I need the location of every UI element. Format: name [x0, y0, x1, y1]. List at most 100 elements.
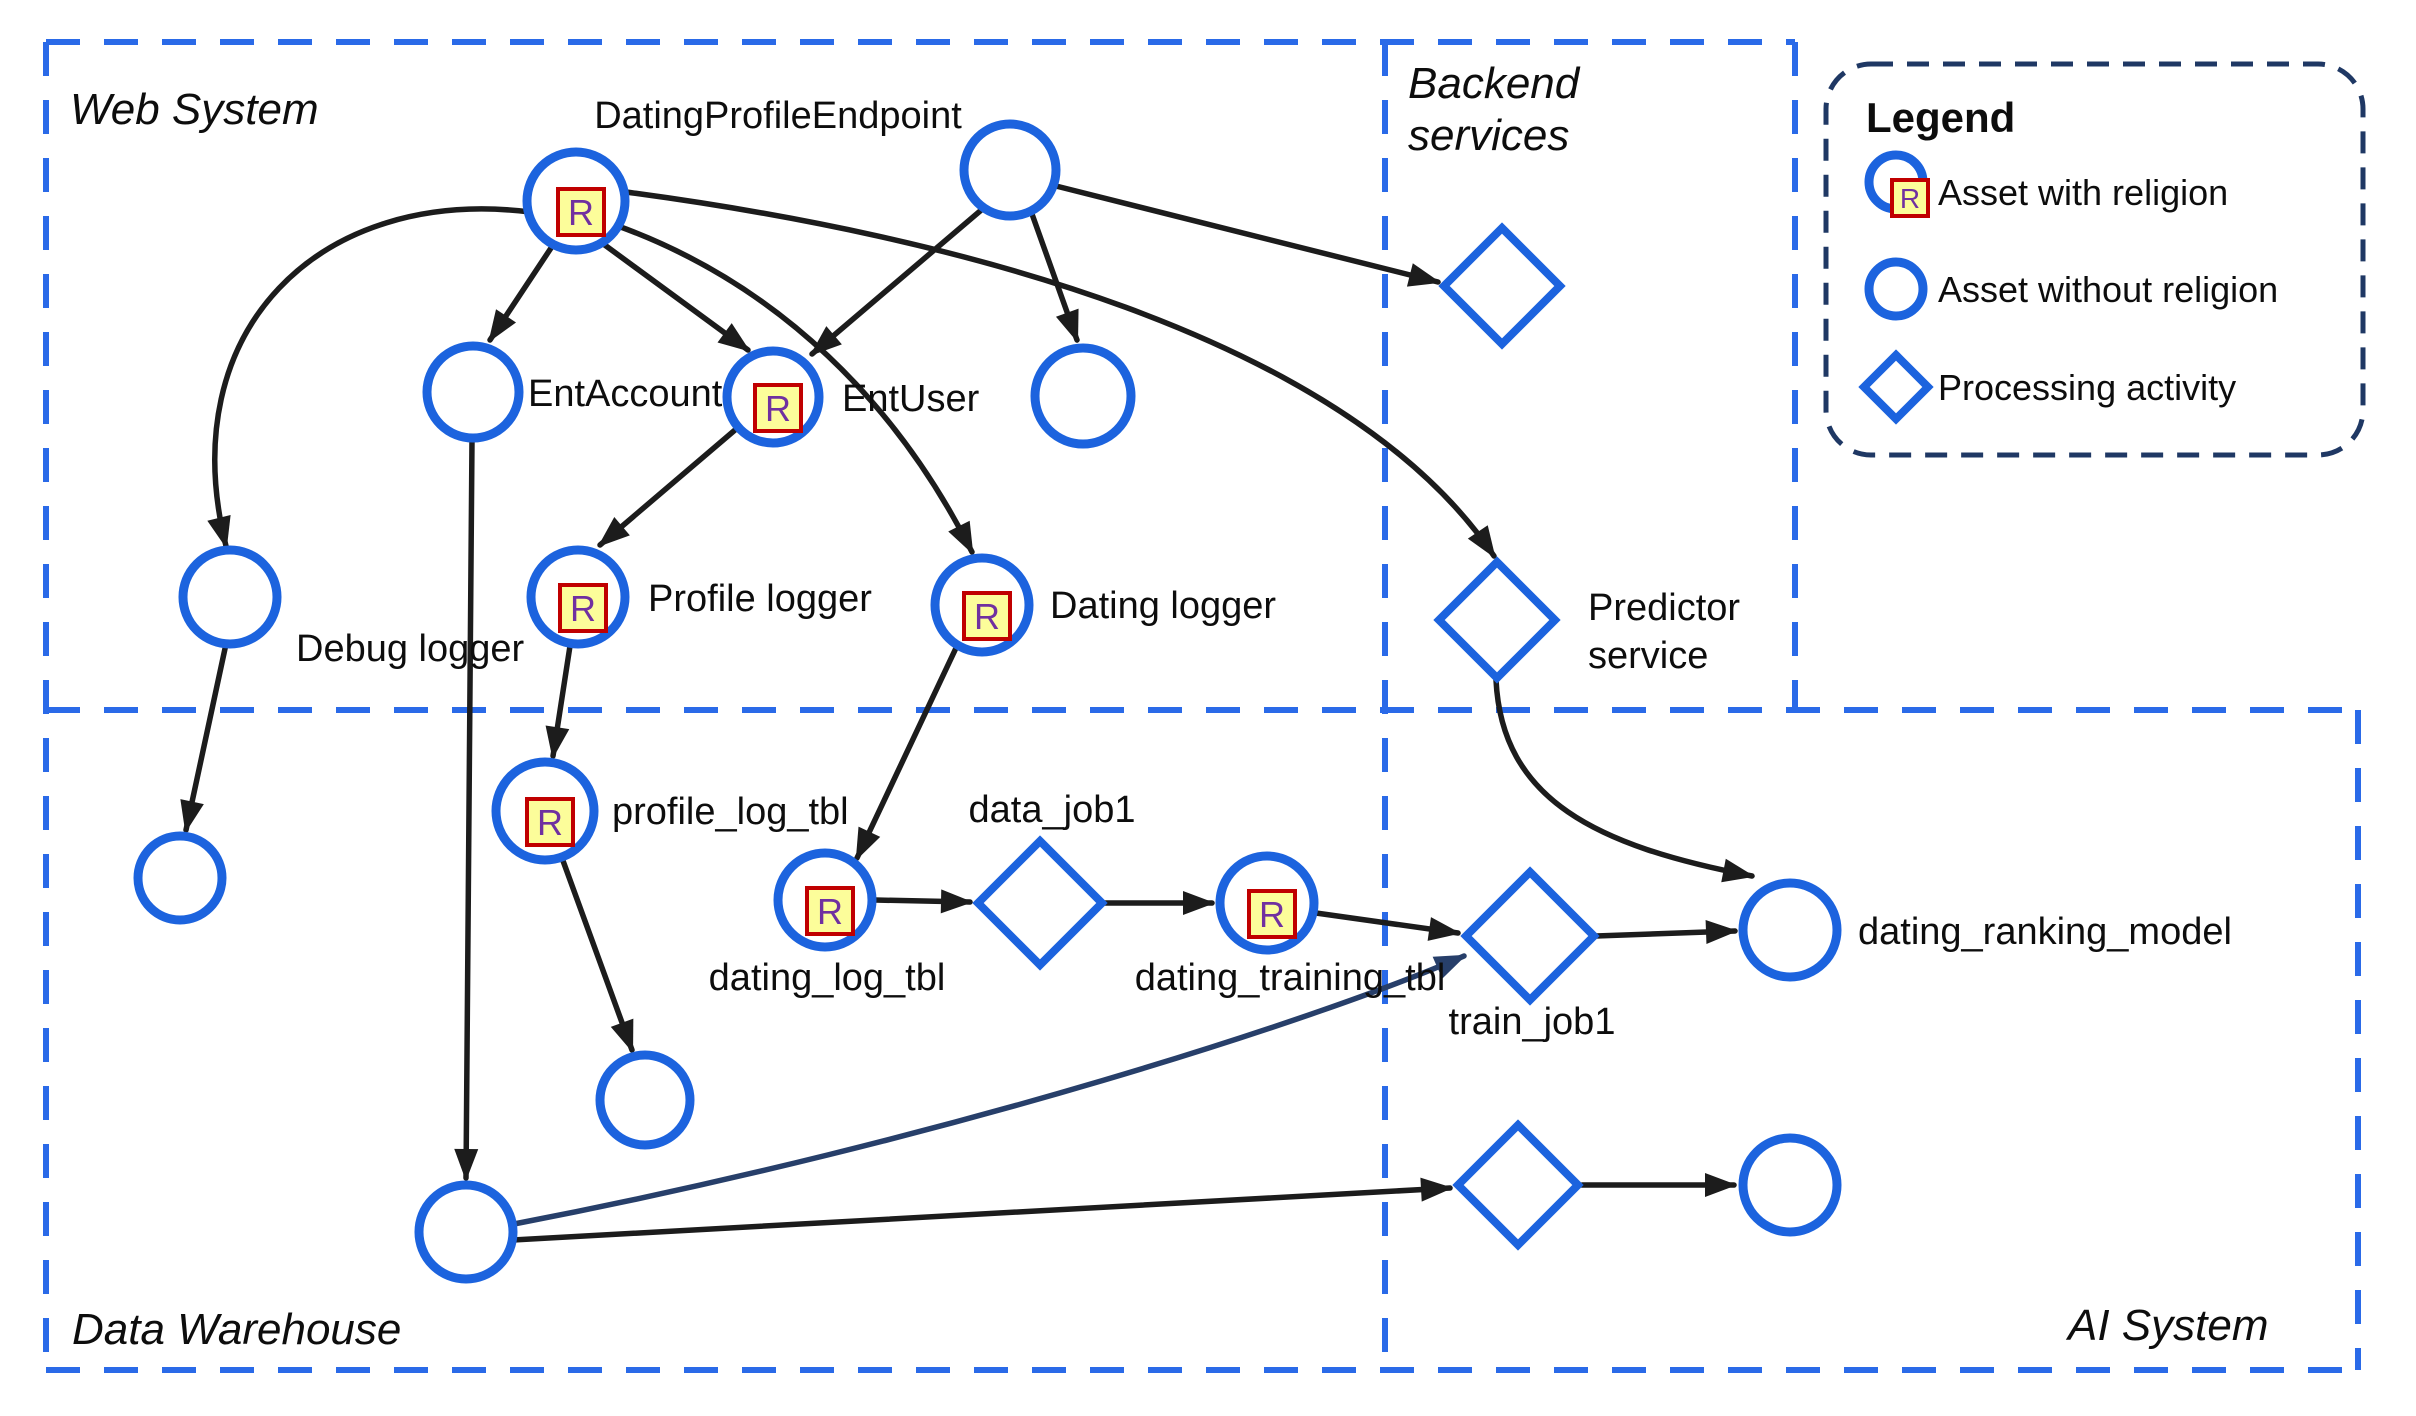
node-dating-ranking-model: dating_ranking_model — [1738, 878, 2232, 982]
processing-activity-icon — [1433, 556, 1561, 684]
religion-badge-icon — [753, 383, 803, 433]
edge-ent-account-to-asset-bottom-left — [454, 437, 479, 1181]
node-asset-top-unlabeled — [959, 119, 1061, 221]
edge-dating-profile-endpoint-to-debug-logger — [207, 206, 533, 549]
legend-item-asset-without-religion: Asset without religion — [1864, 257, 2278, 321]
region-label-web-system: Web System — [70, 85, 319, 134]
edge-dating-training-tbl-to-train-job1 — [1313, 910, 1461, 941]
node-dating-profile-endpoint: R DatingProfileEndpoint — [522, 95, 962, 255]
node-label-dating-ranking-model: dating_ranking_model — [1858, 911, 2232, 953]
legend-item-processing-activity: Processing activity — [1858, 349, 2236, 425]
processing-activity-icon — [1452, 1119, 1584, 1251]
asset-circle-icon — [1738, 878, 1842, 982]
asset-circle-icon — [1738, 1133, 1842, 1237]
edge-debug-logger-to-asset-small-left — [180, 641, 229, 833]
religion-badge-letter: R — [765, 388, 791, 429]
asset-circle-icon — [1030, 343, 1136, 449]
processing-activity-icon — [1438, 222, 1566, 350]
religion-badge-letter: R — [1259, 894, 1285, 935]
religion-badge-letter: R — [817, 891, 843, 932]
asset-circle-icon — [133, 831, 227, 925]
legend-item-asset-with-religion: R Asset with religion — [1864, 150, 2228, 218]
node-label-ent-account: EntAccount — [528, 373, 723, 415]
legend-item-label-processing-activity: Processing activity — [1938, 367, 2236, 408]
node-label-dating-profile-endpoint: DatingProfileEndpoint — [594, 95, 962, 137]
node-debug-logger: Debug logger — [178, 545, 525, 670]
node-predictor-service: Predictor service — [1433, 556, 1740, 684]
node-label-data-job1: data_job1 — [969, 789, 1136, 831]
node-label-dating-log-tbl: dating_log_tbl — [709, 957, 946, 999]
node-ent-user: R EntUser — [722, 346, 980, 448]
edge-dating-log-tbl-to-data-job1 — [872, 889, 973, 914]
asset-circle-icon — [1864, 257, 1928, 321]
legend-box — [1823, 61, 2366, 458]
node-ai-activity — [1452, 1119, 1584, 1251]
edge-asset-bottom-left-to-train-job1 — [511, 953, 1467, 1227]
religion-badge-letter: R — [974, 596, 1000, 637]
religion-badge-letter: R — [570, 588, 596, 629]
religion-badge-icon — [1247, 889, 1297, 939]
edge-asset-top-unlabeled-to-backend-activity — [1053, 183, 1441, 287]
religion-badge-icon — [556, 187, 606, 237]
edge-asset-bottom-left-to-ai-activity — [510, 1177, 1453, 1243]
node-backend-activity — [1438, 222, 1566, 350]
region-label-data-warehouse: Data Warehouse — [72, 1305, 401, 1354]
religion-badge-letter: R — [1900, 183, 1920, 214]
region-label-ai-system: AI System — [2065, 1301, 2269, 1350]
node-data-job1: data_job1 — [969, 789, 1136, 971]
node-label-dating-logger: Dating logger — [1050, 585, 1276, 627]
religion-badge-icon — [805, 886, 855, 936]
node-label-profile-log-tbl: profile_log_tbl — [612, 791, 849, 833]
node-asset-below-profile-log — [595, 1050, 695, 1150]
asset-circle-icon — [414, 1180, 518, 1284]
religion-badge-icon — [525, 797, 575, 847]
edge-profile-log-tbl-to-asset-below-profile-log — [559, 855, 635, 1053]
node-train-job1: train_job1 — [1449, 866, 1616, 1043]
node-asset-bottom-right — [1738, 1133, 1842, 1237]
node-dating-logger: R Dating logger — [930, 553, 1276, 657]
edge-train-job1-to-dating-ranking-model — [1593, 920, 1738, 945]
edges-layer — [180, 183, 1755, 1243]
legend-item-label-asset-with-religion: Asset with religion — [1938, 172, 2228, 213]
node-profile-logger: R Profile logger — [526, 545, 872, 649]
edge-ent-user-to-profile-logger — [597, 427, 738, 548]
edge-dating-logger-to-dating-log-tbl — [854, 645, 959, 861]
religion-badge-icon — [962, 591, 1012, 641]
region-label-backend-services-line2: services — [1408, 111, 1569, 160]
node-label-predictor-service-line1: Predictor — [1588, 587, 1740, 629]
edge-dating-profile-endpoint-to-predictor-service — [623, 189, 1497, 559]
legend-item-label-asset-without-religion: Asset without religion — [1938, 269, 2278, 310]
religion-badge-letter: R — [537, 802, 563, 843]
node-label-predictor-service-line2: service — [1588, 635, 1708, 677]
node-label-train-job1: train_job1 — [1449, 1001, 1616, 1043]
religion-badge-icon — [1890, 178, 1930, 218]
edge-dating-profile-endpoint-to-ent-account — [487, 242, 556, 343]
edge-predictor-service-to-dating-ranking-model — [1493, 677, 1755, 883]
asset-circle-icon — [178, 545, 282, 649]
edge-asset-top-unlabeled-to-asset-mid-unlabeled — [1029, 211, 1080, 343]
processing-activity-icon — [972, 835, 1108, 971]
religion-badge-icon — [558, 583, 608, 633]
node-ent-account: EntAccount — [422, 341, 723, 443]
node-asset-mid-unlabeled — [1030, 343, 1136, 449]
node-asset-bottom-left — [414, 1180, 518, 1284]
edge-asset-top-unlabeled-to-ent-user — [809, 203, 989, 357]
node-label-debug-logger: Debug logger — [296, 628, 525, 670]
asset-circle-icon — [422, 341, 524, 443]
node-label-dating-training-tbl: dating_training_tbl — [1135, 957, 1446, 999]
node-asset-small-left — [133, 831, 227, 925]
edge-dating-profile-endpoint-to-ent-user — [599, 240, 751, 353]
node-label-profile-logger: Profile logger — [648, 578, 872, 620]
node-label-ent-user: EntUser — [842, 378, 980, 420]
asset-circle-icon — [959, 119, 1061, 221]
religion-badge-letter: R — [568, 192, 594, 233]
edge-dating-profile-endpoint-to-dating-logger — [615, 223, 975, 555]
region-label-backend-services-line1: Backend — [1408, 59, 1581, 108]
